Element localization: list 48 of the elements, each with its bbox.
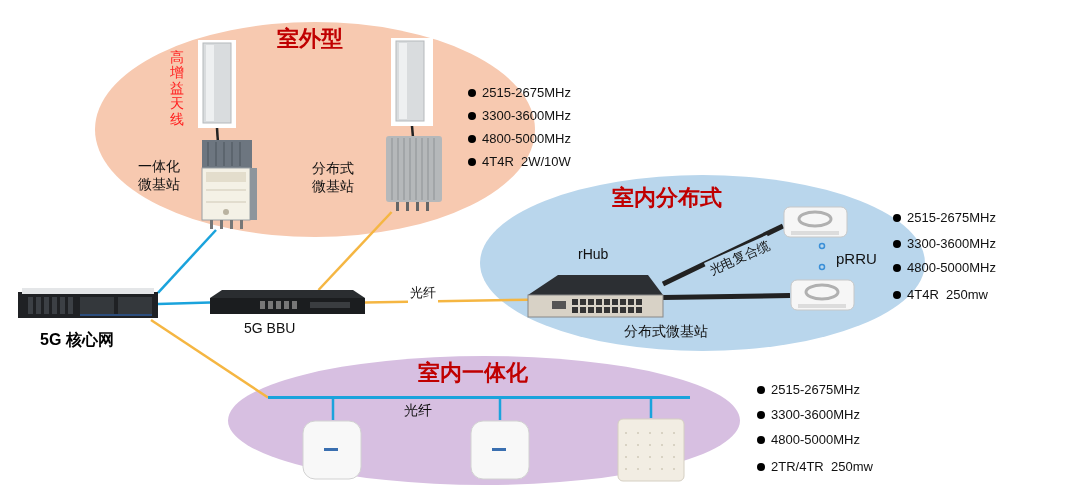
bbu-drawing (210, 290, 365, 315)
cable-line (661, 223, 785, 287)
device-label: 分布式微基站 (312, 160, 355, 195)
bs-dist-drawing (386, 136, 442, 212)
ap-square-drawing (617, 418, 685, 482)
spec-item: 4800-5000MHz (482, 130, 571, 148)
spec-item: 4800-5000MHz (907, 259, 996, 277)
prru-drawing (783, 205, 848, 240)
cable-line (331, 399, 335, 420)
spec-item: 2515-2675MHz (771, 381, 860, 399)
zone-title: 室内一体化 (418, 359, 528, 387)
cable-line (662, 293, 791, 300)
device-label: 一体化微基站 (138, 158, 181, 193)
server-drawing (18, 288, 158, 320)
cable-line (649, 399, 653, 418)
cable-line (317, 211, 393, 291)
device-label: 光纤 (404, 402, 433, 420)
bs-integrated-drawing (198, 140, 258, 230)
spec-item: 3300-3600MHz (907, 235, 996, 253)
antenna-drawing (198, 40, 236, 128)
device-label: 5G BBU (244, 320, 297, 338)
cable-line (410, 125, 415, 137)
spec-item: 2TR/4TR 250mw (771, 458, 873, 476)
spec-item: 2515-2675MHz (907, 209, 996, 227)
device-label: 分布式微基站 (624, 323, 709, 341)
cable-line (157, 229, 217, 294)
ap-drawing (302, 420, 364, 480)
spec-item: 3300-3600MHz (771, 406, 860, 424)
cable-line (498, 399, 502, 420)
rhub-drawing (528, 275, 663, 320)
ap-drawing (470, 420, 530, 480)
device-label: pRRU (836, 249, 877, 269)
antenna-drawing (391, 38, 433, 126)
spec-item: 2515-2675MHz (482, 84, 571, 102)
device-label: rHub (578, 246, 610, 264)
device-label: 5G 核心网 (40, 330, 115, 350)
spec-item: 4T4R 250mw (907, 286, 988, 304)
fiber-bus-line (268, 396, 690, 399)
spec-item: 4800-5000MHz (771, 431, 860, 449)
edge-label: 光纤 (408, 283, 438, 303)
zone-title: 室外型 (277, 25, 343, 53)
cable-line (157, 301, 211, 306)
spec-item: 4T4R 2W/10W (482, 153, 571, 171)
spec-item: 3300-3600MHz (482, 107, 571, 125)
cable-line (215, 127, 220, 141)
zone-title: 室内分布式 (612, 184, 722, 212)
device-label: 高增益天线 (170, 50, 184, 127)
prru-drawing (790, 278, 855, 313)
